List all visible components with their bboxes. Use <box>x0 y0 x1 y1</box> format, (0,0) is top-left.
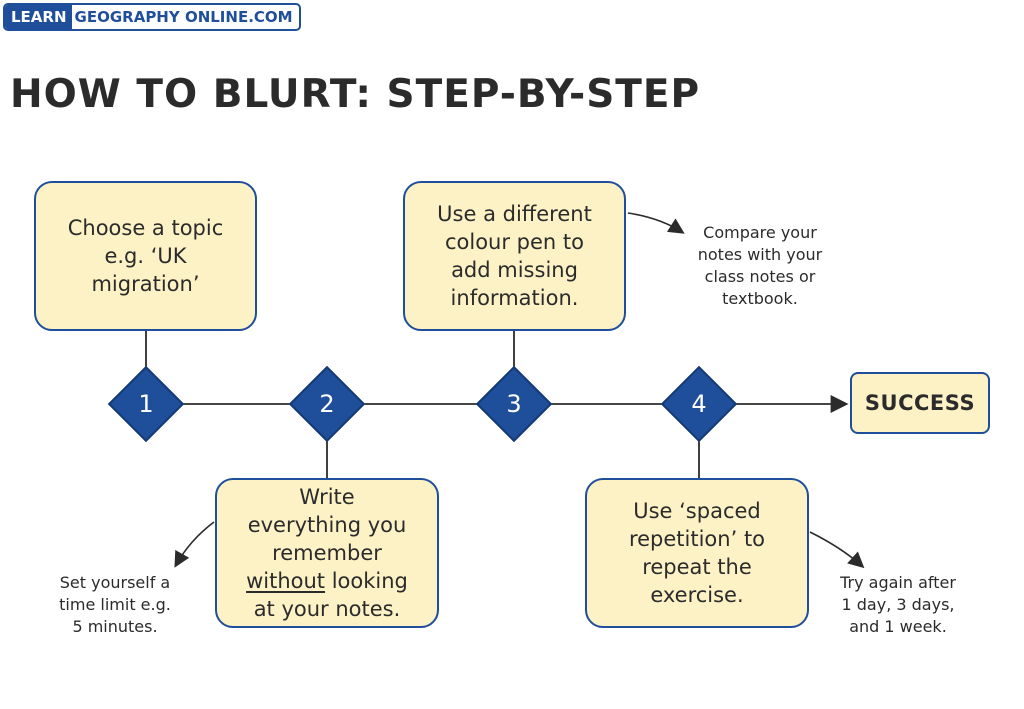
page-title: HOW TO BLURT: STEP-BY-STEP <box>10 72 701 117</box>
step-4-number: 4 <box>691 390 707 418</box>
note-step-2: Set yourself a time limit e.g. 5 minutes… <box>59 573 171 636</box>
site-logo[interactable]: LEARN GEOGRAPHY ONLINE.COM <box>3 3 301 31</box>
step-3-number: 3 <box>506 390 522 418</box>
step-2-number: 2 <box>319 390 335 418</box>
step-1-number: 1 <box>138 390 154 418</box>
note-step-4: Try again after 1 day, 3 days, and 1 wee… <box>840 573 956 636</box>
step-3-text: Use a different colour pen to add missin… <box>437 202 592 310</box>
success-box: SUCCESS <box>850 372 990 434</box>
success-label: SUCCESS <box>864 391 976 415</box>
step-2-text: Write everything you remember without lo… <box>246 483 408 623</box>
step-2-underlined-word: without <box>246 569 326 593</box>
logo-site-name: GEOGRAPHY ONLINE.COM <box>74 8 293 26</box>
arrow-to-note-step-3 <box>627 212 685 234</box>
arrow-to-note-step-4 <box>809 531 865 569</box>
step-3-box: Use a different colour pen to add missin… <box>403 181 626 331</box>
note-step-3: Compare your notes with your class notes… <box>697 223 823 308</box>
step-4-box: Use ‘spaced repetition’ to repeat the ex… <box>585 478 809 628</box>
step-2-text-lead: Write everything you remember <box>247 485 407 565</box>
logo-learn: LEARN <box>5 5 72 29</box>
arrow-to-note-step-2 <box>174 521 215 568</box>
step-1-text: Choose a topic e.g. ‘UK migration’ <box>67 216 224 296</box>
step-2-text-tail: looking at your notes. <box>253 569 408 621</box>
step-4-text: Use ‘spaced repetition’ to repeat the ex… <box>628 499 766 607</box>
step-1-box: Choose a topic e.g. ‘UK migration’ <box>34 181 257 331</box>
step-2-box: Write everything you remember without lo… <box>215 478 439 628</box>
